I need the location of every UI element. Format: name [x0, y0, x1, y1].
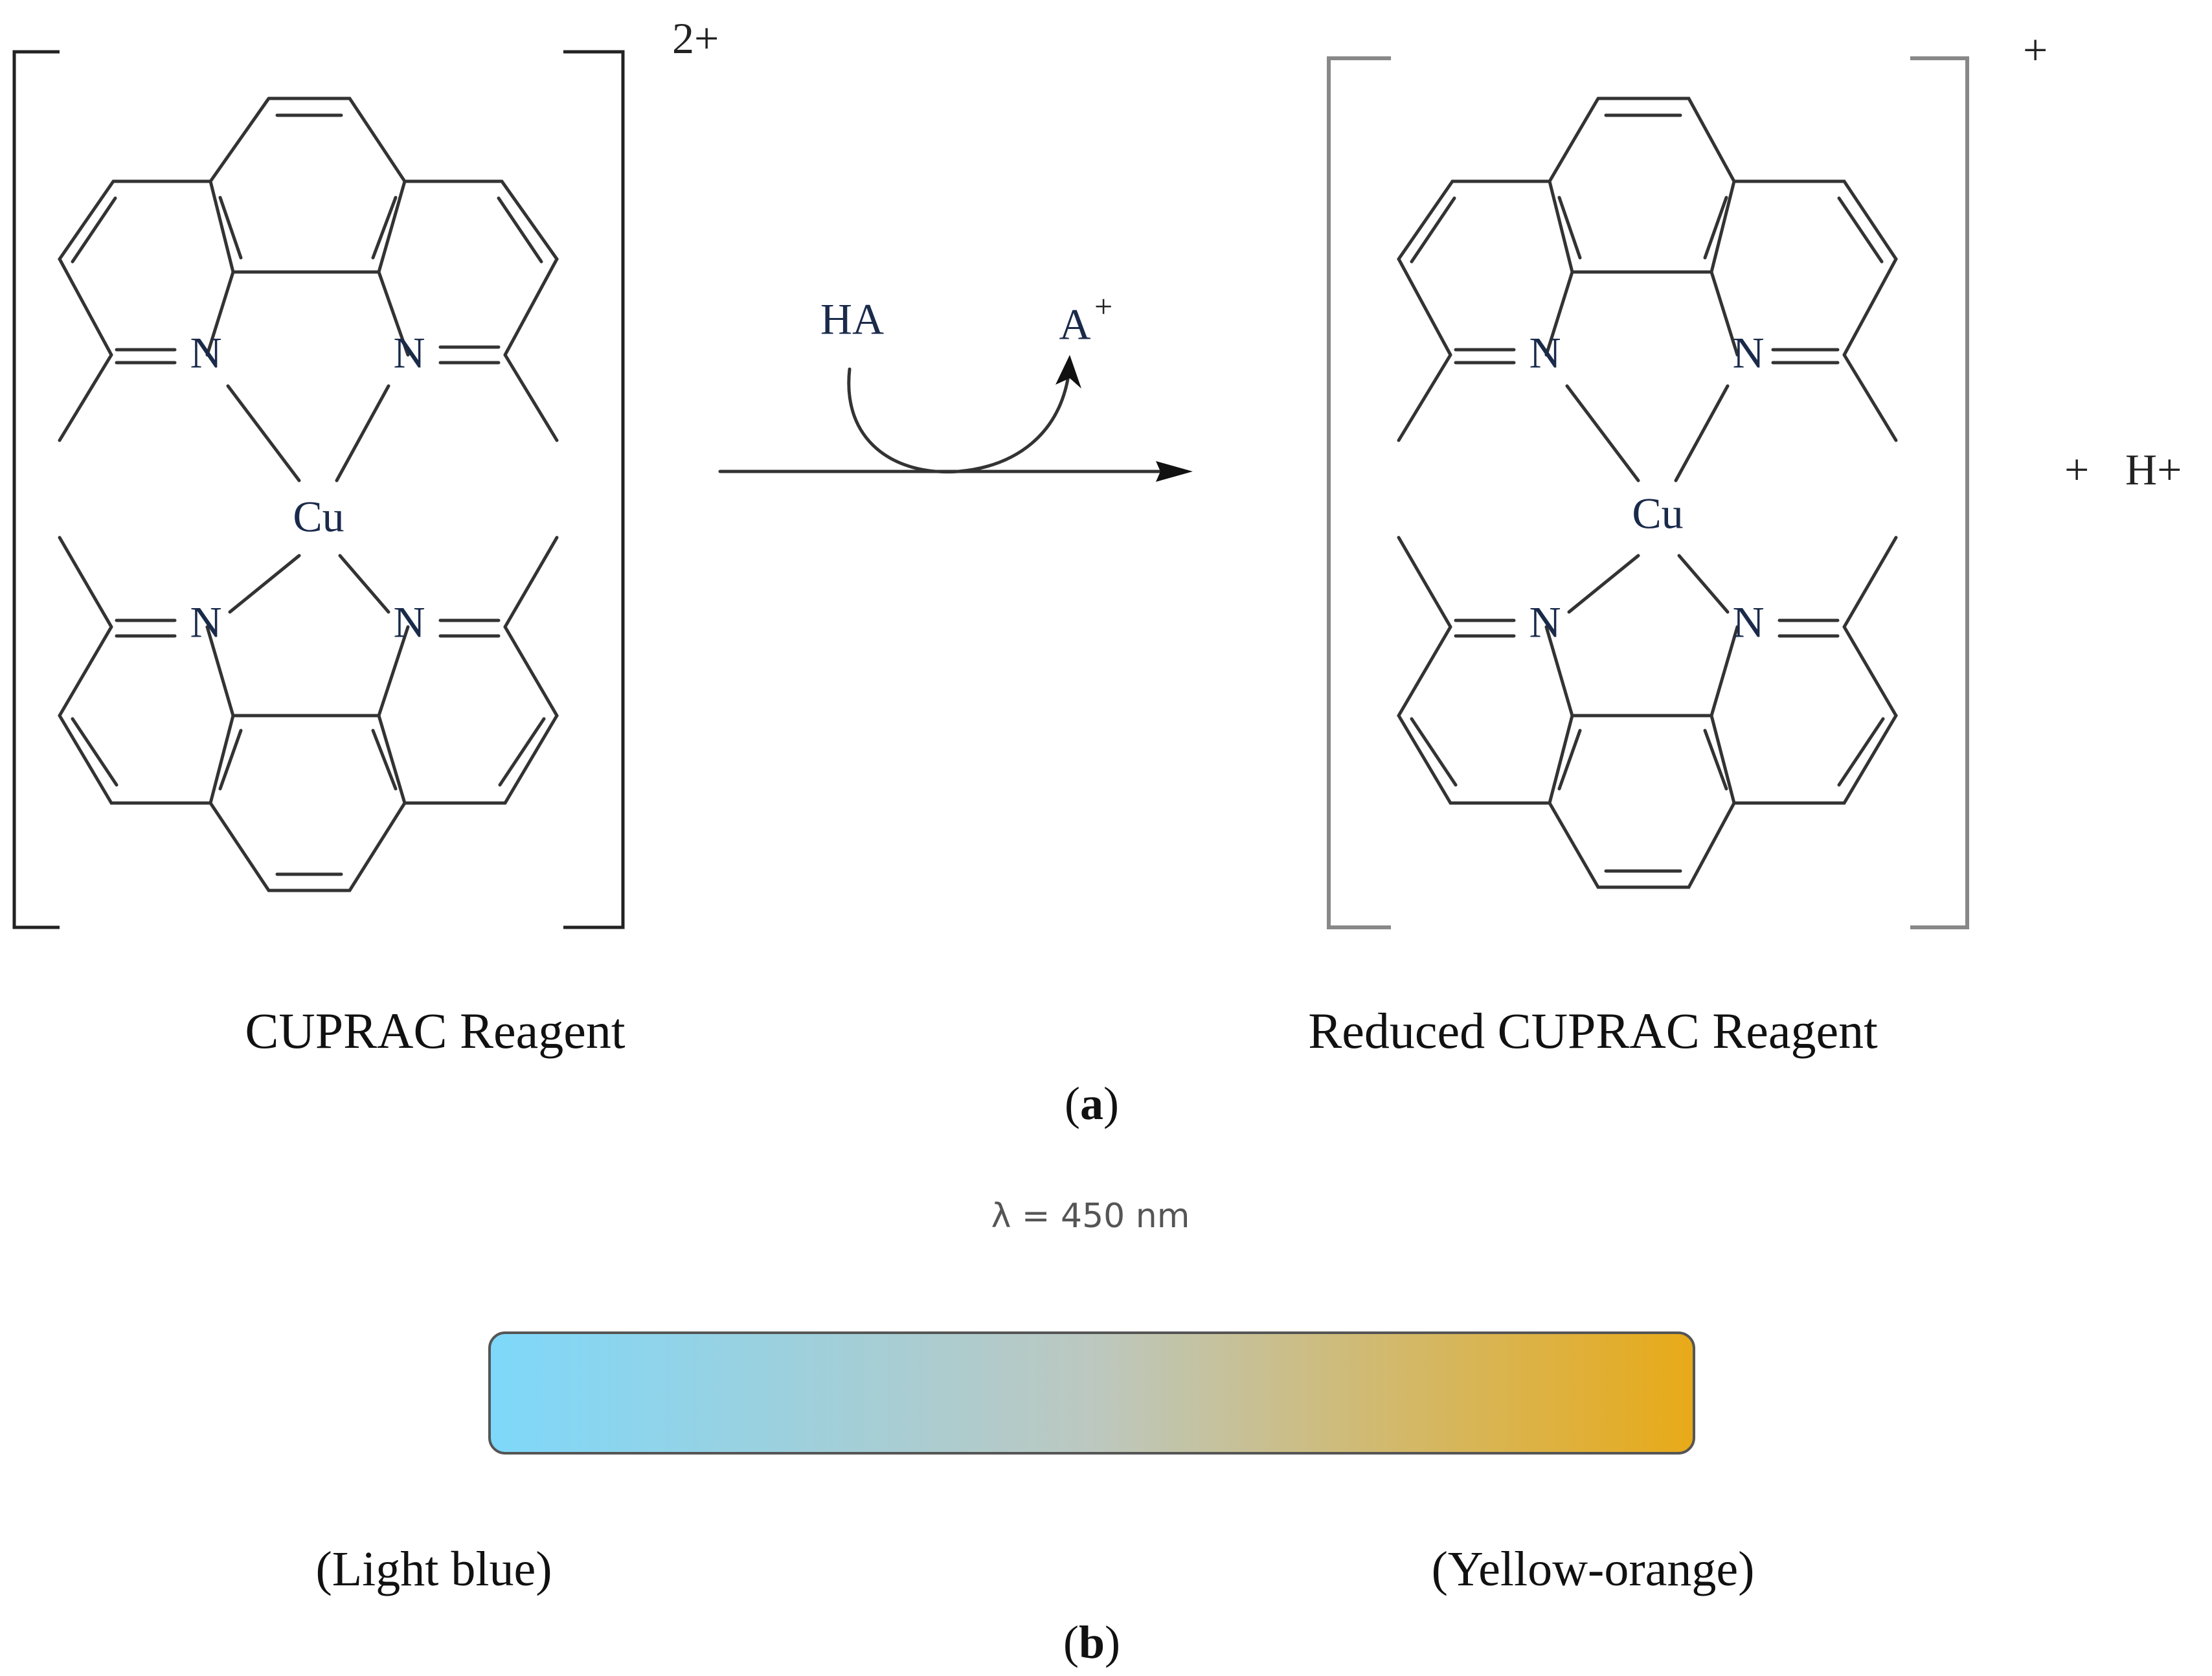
product-label: Reduced CUPRAC Reagent [1308, 1002, 1878, 1059]
reactant-n2: N [393, 328, 425, 378]
reagent-ha: HA [820, 295, 884, 344]
product-n2: N [1732, 328, 1764, 378]
product-right-bracket [1910, 56, 1969, 929]
reagent-a-charge: + [1094, 288, 1112, 324]
reactant-charge: 2+ [672, 14, 719, 63]
byproduct-plus: + [2064, 445, 2089, 494]
reactant-n1: N [190, 328, 221, 378]
panel-b-label: (b) [1063, 1616, 1120, 1668]
reactant-n4: N [393, 598, 425, 647]
curved-arrowhead [1055, 355, 1081, 389]
reaction-arrow-group: HA A + [718, 288, 1193, 482]
reagent-a: A [1059, 300, 1090, 349]
product-left-bracket [1327, 56, 1391, 929]
product-n3: N [1529, 598, 1561, 647]
product-complex: + N N Cu N N Reduced CUPRAC Reagent [1308, 25, 2048, 1059]
wavelength-label: λ = 450 nm [991, 1197, 1190, 1236]
reactant-ligand-lower: N N [58, 536, 559, 892]
product-n4: N [1732, 598, 1764, 647]
reactant-label: CUPRAC Reagent [245, 1002, 626, 1059]
byproduct-h: H+ [2125, 445, 2182, 494]
product-n1: N [1529, 328, 1561, 378]
reactant-ligand-upper: N N [58, 96, 559, 442]
reactant-n3: N [190, 598, 221, 647]
light-blue-label: (Light blue) [315, 1542, 552, 1596]
product-charge: + [2023, 25, 2048, 74]
reactant-left-bracket [12, 50, 60, 929]
product-cu: Cu [1632, 489, 1683, 538]
curved-arrow [847, 367, 1070, 474]
color-scale-panel: λ = 450 nm (Light blue) (Yellow-orange) … [315, 1197, 1754, 1668]
reactant-right-bracket [563, 50, 625, 929]
panel-a-label: (a) [1065, 1078, 1119, 1129]
color-gradient-bar [488, 1331, 1695, 1455]
reactant-complex: 2+ N N Cu N N CUPRAC Reagent [12, 14, 719, 1059]
reaction-arrowhead [1156, 461, 1193, 482]
reactant-cu: Cu [293, 492, 344, 541]
yellow-orange-label: (Yellow-orange) [1432, 1542, 1755, 1596]
